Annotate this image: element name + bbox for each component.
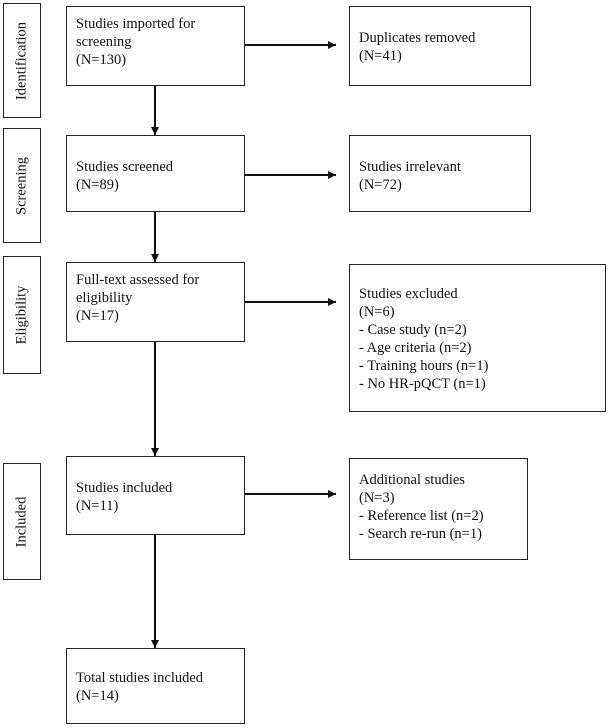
- box-irrelevant: Studies irrelevant (N=72): [349, 135, 531, 212]
- box-excluded-line: - Training hours (n=1): [359, 358, 489, 374]
- box-excluded-line: (N=6): [359, 304, 395, 320]
- box-imported-line: (N=130): [76, 52, 127, 68]
- box-irrelevant-line: Studies irrelevant: [359, 159, 461, 175]
- box-excluded: Studies excluded (N=6) - Case study (n=2…: [349, 264, 606, 412]
- box-duplicates-line: Duplicates removed: [359, 30, 476, 46]
- stage-identification: Identification: [3, 3, 41, 118]
- box-excluded-line: Studies excluded: [359, 286, 458, 302]
- box-excluded-line: - Case study (n=2): [359, 322, 467, 338]
- box-imported-line: Studies imported for: [76, 16, 196, 32]
- box-total-line: (N=14): [76, 688, 119, 704]
- box-fulltext-line: Full-text assessed for: [76, 272, 200, 288]
- box-additional-line: - Reference list (n=2): [359, 508, 484, 524]
- box-included-line: Studies included: [76, 480, 173, 496]
- box-included-line: (N=11): [76, 498, 119, 514]
- box-irrelevant-line: (N=72): [359, 177, 402, 193]
- box-imported: Studies imported for screening (N=130): [66, 6, 245, 86]
- box-excluded-line: - No HR-pQCT (n=1): [359, 376, 486, 392]
- box-total: Total studies included (N=14): [66, 648, 245, 724]
- box-screened-line: Studies screened: [76, 159, 174, 175]
- box-fulltext: Full-text assessed for eligibility (N=17…: [66, 262, 245, 342]
- box-duplicates: Duplicates removed (N=41): [349, 6, 531, 86]
- box-duplicates-line: (N=41): [359, 48, 402, 64]
- stage-included: Included: [3, 463, 41, 580]
- box-imported-line: screening: [76, 34, 132, 50]
- box-included: Studies included (N=11): [66, 456, 245, 535]
- stage-eligibility: Eligibility: [3, 256, 41, 374]
- box-additional-line: (N=3): [359, 490, 395, 506]
- box-total-line: Total studies included: [76, 670, 204, 686]
- box-additional: Additional studies (N=3) - Reference lis…: [349, 458, 528, 560]
- box-additional-line: - Search re-run (n=1): [359, 526, 482, 542]
- box-fulltext-line: (N=17): [76, 308, 119, 324]
- box-screened: Studies screened (N=89): [66, 135, 245, 212]
- box-additional-line: Additional studies: [359, 472, 465, 488]
- stage-screening: Screening: [3, 128, 41, 243]
- box-fulltext-line: eligibility: [76, 290, 133, 306]
- box-excluded-line: - Age criteria (n=2): [359, 340, 472, 356]
- box-screened-line: (N=89): [76, 177, 119, 193]
